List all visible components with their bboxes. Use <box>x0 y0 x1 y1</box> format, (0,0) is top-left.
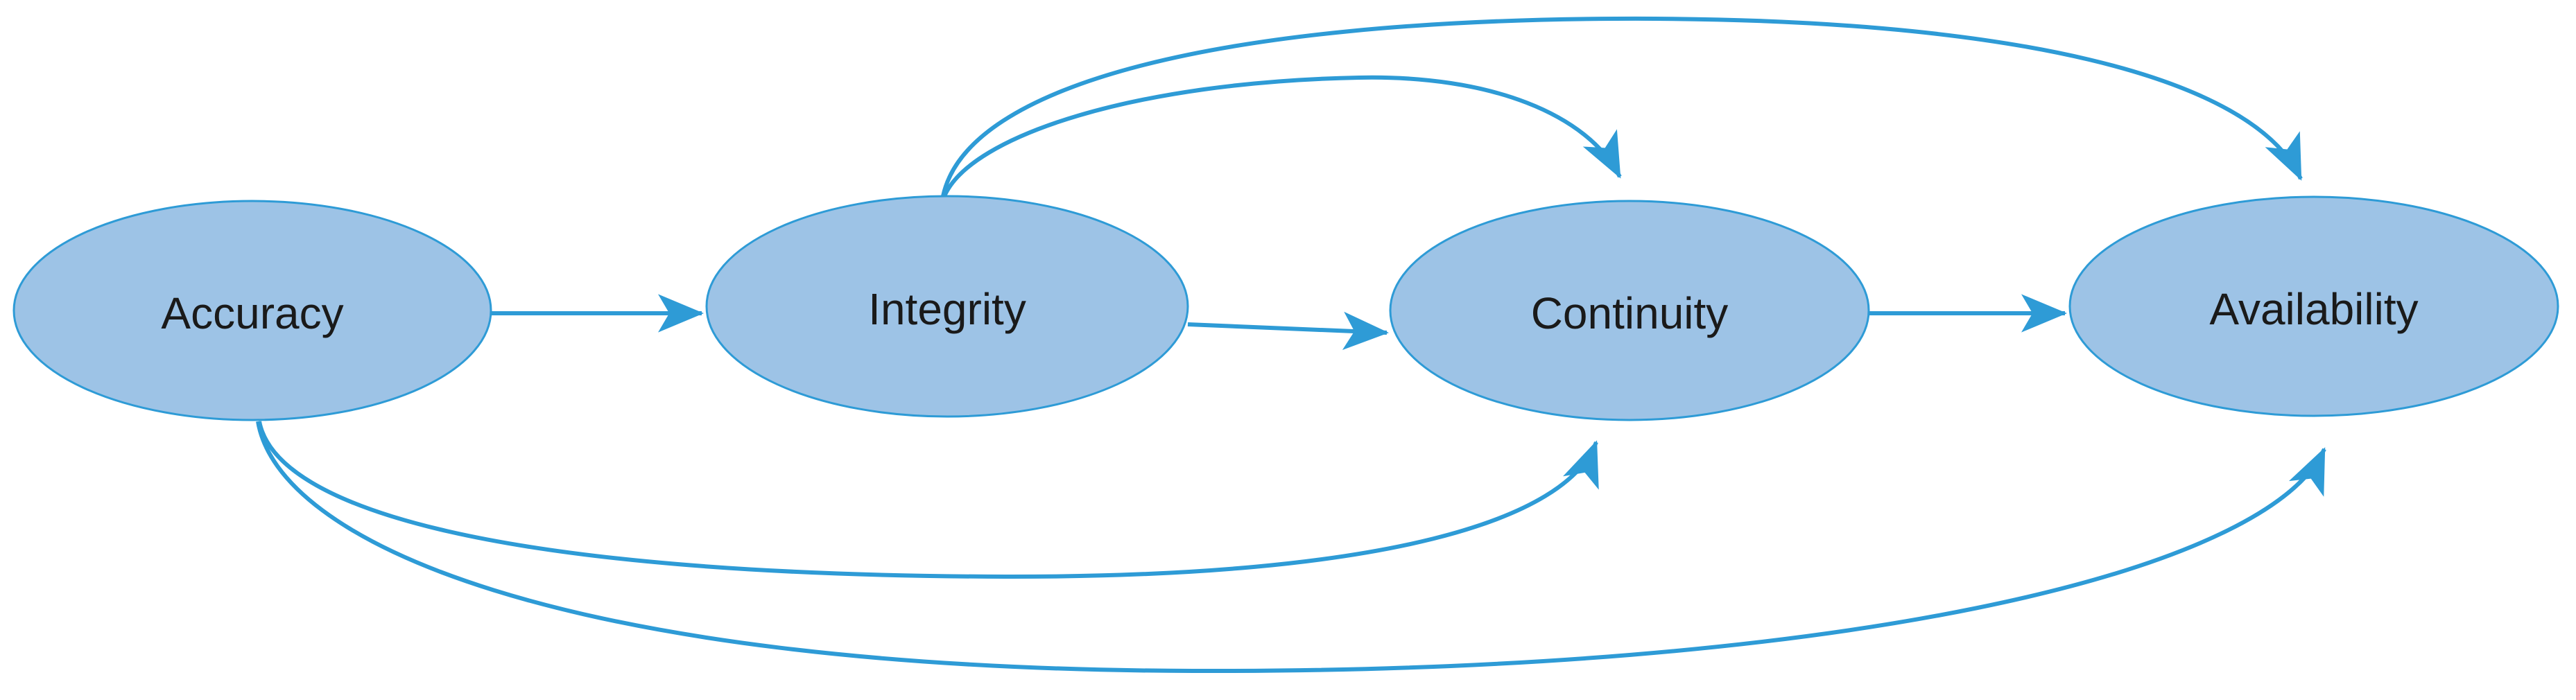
edge-accuracy-to-continuity-arc[interactable] <box>257 421 1599 579</box>
node-availability[interactable]: Availability <box>2068 195 2559 417</box>
node-accuracy[interactable]: Accuracy <box>12 200 492 421</box>
edge-integrity-to-availability-arc[interactable] <box>941 16 2303 197</box>
edge-accuracy-to-availability-arc[interactable] <box>256 421 2326 674</box>
edge-integrity-to-continuity-arc[interactable] <box>942 75 1622 198</box>
edge-integrity-to-continuity[interactable] <box>1187 311 1389 350</box>
node-availability-ellipse[interactable] <box>2068 195 2559 417</box>
node-accuracy-ellipse[interactable] <box>12 200 492 421</box>
edge-layer <box>256 16 2326 674</box>
node-continuity-ellipse[interactable] <box>1389 200 1870 421</box>
node-integrity[interactable]: Integrity <box>705 195 1189 418</box>
node-integrity-ellipse[interactable] <box>705 195 1189 418</box>
node-layer: Accuracy Integrity Continuity Availabili… <box>12 195 2559 421</box>
node-continuity[interactable]: Continuity <box>1389 200 1870 421</box>
